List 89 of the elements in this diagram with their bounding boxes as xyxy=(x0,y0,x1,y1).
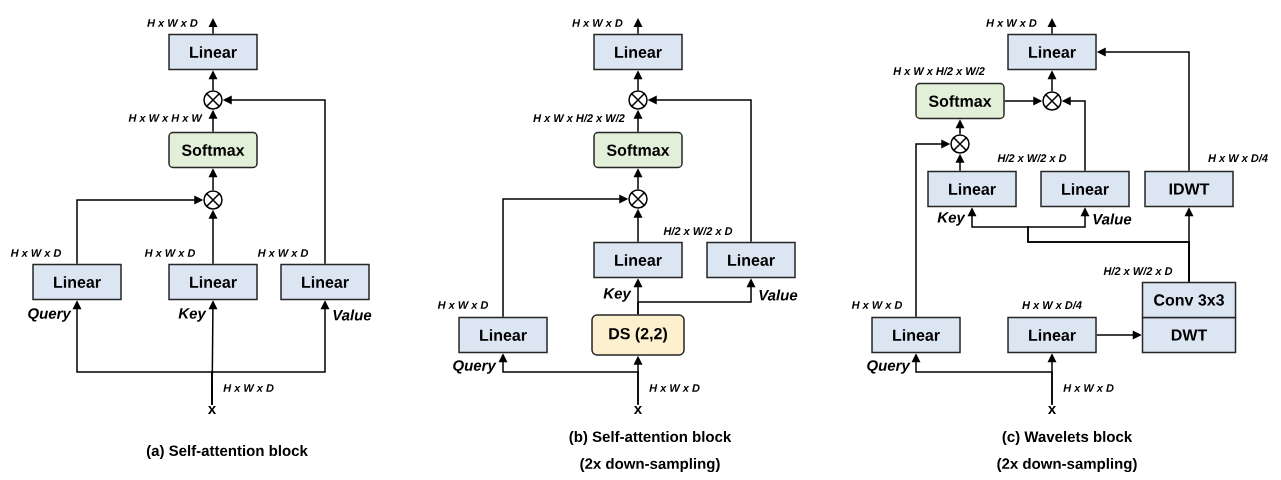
dimension-label: H x W x D xyxy=(437,301,489,309)
arrow xyxy=(1047,18,1057,35)
arrow xyxy=(1096,330,1142,340)
arrow xyxy=(1047,353,1057,406)
edge-label: Value xyxy=(1093,213,1132,225)
dimension-label: H/2 x W/2 x D xyxy=(997,153,1067,163)
dimension-label: H x W x D xyxy=(572,19,623,27)
layer-box: Linear xyxy=(32,263,122,301)
dimension-label: H x W x D xyxy=(986,19,1037,27)
arrow xyxy=(633,70,643,91)
edge-label: Query xyxy=(453,360,497,374)
dimension-label: H x W x D xyxy=(223,384,274,392)
arrow xyxy=(222,95,326,265)
multiply-symbol xyxy=(628,90,648,110)
panel-caption: (a) Self-attention block xyxy=(146,445,308,459)
arrow xyxy=(633,18,643,35)
layer-box: Linear xyxy=(593,33,683,71)
arrow xyxy=(1061,96,1086,172)
arrow xyxy=(633,109,643,133)
arrow xyxy=(1096,47,1190,172)
dimension-label: H/2 x W/2 x D xyxy=(663,226,733,236)
layer-box: Linear xyxy=(593,241,683,279)
layer-box: Linear xyxy=(1007,33,1097,71)
arrow xyxy=(633,168,643,190)
layer-box: Linear xyxy=(1007,316,1097,354)
multiply-symbol xyxy=(628,189,648,209)
downsampling-box: DS (2,2) xyxy=(591,314,685,356)
edge-label: Value xyxy=(759,289,798,301)
edge-label: Value xyxy=(333,309,372,321)
dimension-label: H/2 x W/2 x D xyxy=(1103,266,1173,276)
arrow xyxy=(502,194,629,318)
dimension-label: H x W x H/2 x W/2 xyxy=(893,66,985,76)
layer-box: DWT xyxy=(1141,316,1237,354)
layer-box: Linear xyxy=(280,263,370,301)
arrow xyxy=(633,208,643,243)
softmax-box: Softmax xyxy=(915,82,1005,120)
multiply-symbol xyxy=(203,90,223,110)
arrow xyxy=(637,278,756,315)
panel-caption: (2x down-sampling) xyxy=(580,458,720,473)
arrow xyxy=(76,195,204,265)
arrow xyxy=(955,153,965,172)
layer-box: Conv 3x3 xyxy=(1141,281,1237,319)
dimension-label: H x W x D xyxy=(851,301,903,309)
layer-box: IDWT xyxy=(1144,170,1234,208)
edge-label: Key xyxy=(178,308,207,322)
input-label: x xyxy=(633,406,643,414)
arrow xyxy=(208,18,218,35)
arrow xyxy=(915,139,951,318)
panel-caption: (c) Wavelets block xyxy=(1002,431,1133,445)
layer-box: Linear xyxy=(168,263,258,301)
layer-box: Linear xyxy=(871,316,961,354)
softmax-box: Softmax xyxy=(593,131,683,169)
dimension-label: H x W x H x W xyxy=(128,114,203,122)
layer-box: Linear xyxy=(1040,170,1130,208)
arrow xyxy=(1047,70,1057,92)
dimension-label: H x W x D xyxy=(649,384,700,392)
arrow xyxy=(1027,207,1190,283)
arrow xyxy=(1004,96,1043,106)
softmax-box: Softmax xyxy=(168,131,258,169)
arrow xyxy=(647,95,752,243)
dimension-label: H x W x D xyxy=(147,19,198,27)
dimension-label: H x W x D xyxy=(10,249,62,257)
arrow xyxy=(208,168,218,191)
layer-box: Linear xyxy=(458,316,548,354)
multiply-symbol xyxy=(203,190,223,210)
edge-label: Key xyxy=(603,288,632,302)
panel-caption: (b) Self-attention block xyxy=(569,431,732,445)
multiply-symbol xyxy=(1042,91,1062,111)
arrow xyxy=(208,209,218,265)
arrow xyxy=(208,109,218,133)
layer-box: Linear xyxy=(168,33,258,71)
dimension-label: H x W x D xyxy=(144,249,196,257)
arrow xyxy=(211,300,330,406)
arrow xyxy=(208,70,218,91)
dimension-label: H x W x D xyxy=(257,249,309,257)
arrow xyxy=(955,119,965,135)
edge-label: Query xyxy=(867,360,911,374)
multiply-symbol xyxy=(950,134,970,154)
dimension-label: H x W x D/4 xyxy=(1208,153,1268,163)
input-label: x xyxy=(207,406,217,414)
layer-box: Linear xyxy=(706,241,796,279)
dimension-label: H x W x D xyxy=(1063,384,1114,392)
layer-box: Linear xyxy=(927,170,1017,208)
edge-label: Key xyxy=(937,212,966,226)
arrow xyxy=(633,355,643,406)
input-label: x xyxy=(1047,406,1057,414)
dimension-label: H x W x H/2 x W/2 xyxy=(533,113,625,123)
panel-caption: (2x down-sampling) xyxy=(997,458,1137,473)
edge-label: Query xyxy=(28,308,72,322)
